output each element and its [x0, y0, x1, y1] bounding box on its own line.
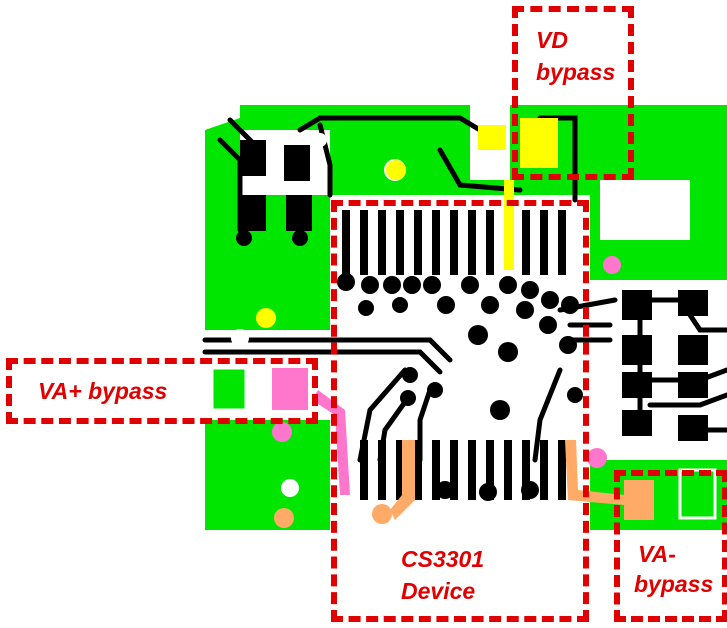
vias — [236, 230, 583, 501]
va-minus-label-line2: bypass — [634, 571, 714, 597]
yellow-pads — [256, 160, 406, 328]
black-pads — [240, 140, 708, 441]
vd-label-line2: bypass — [536, 59, 616, 85]
pink-pads — [272, 256, 621, 495]
vd-label-line1: VD — [536, 27, 568, 53]
va-plus-bypass-box — [6, 358, 318, 424]
green-pads — [210, 366, 717, 520]
ic-pins-bottom — [360, 440, 566, 500]
vd-bypass-box — [512, 6, 634, 180]
cs3301-device-box — [331, 200, 589, 622]
yellow-trace — [478, 118, 558, 270]
ic-pins-top — [342, 210, 566, 275]
va-plus-label: VA+ bypass — [38, 378, 168, 404]
device-label-line2: Device — [401, 578, 476, 604]
va-minus-label-line1: VA- — [638, 541, 676, 567]
va-minus-bypass-box — [614, 470, 727, 622]
device-label-line1: CS3301 — [401, 546, 485, 572]
